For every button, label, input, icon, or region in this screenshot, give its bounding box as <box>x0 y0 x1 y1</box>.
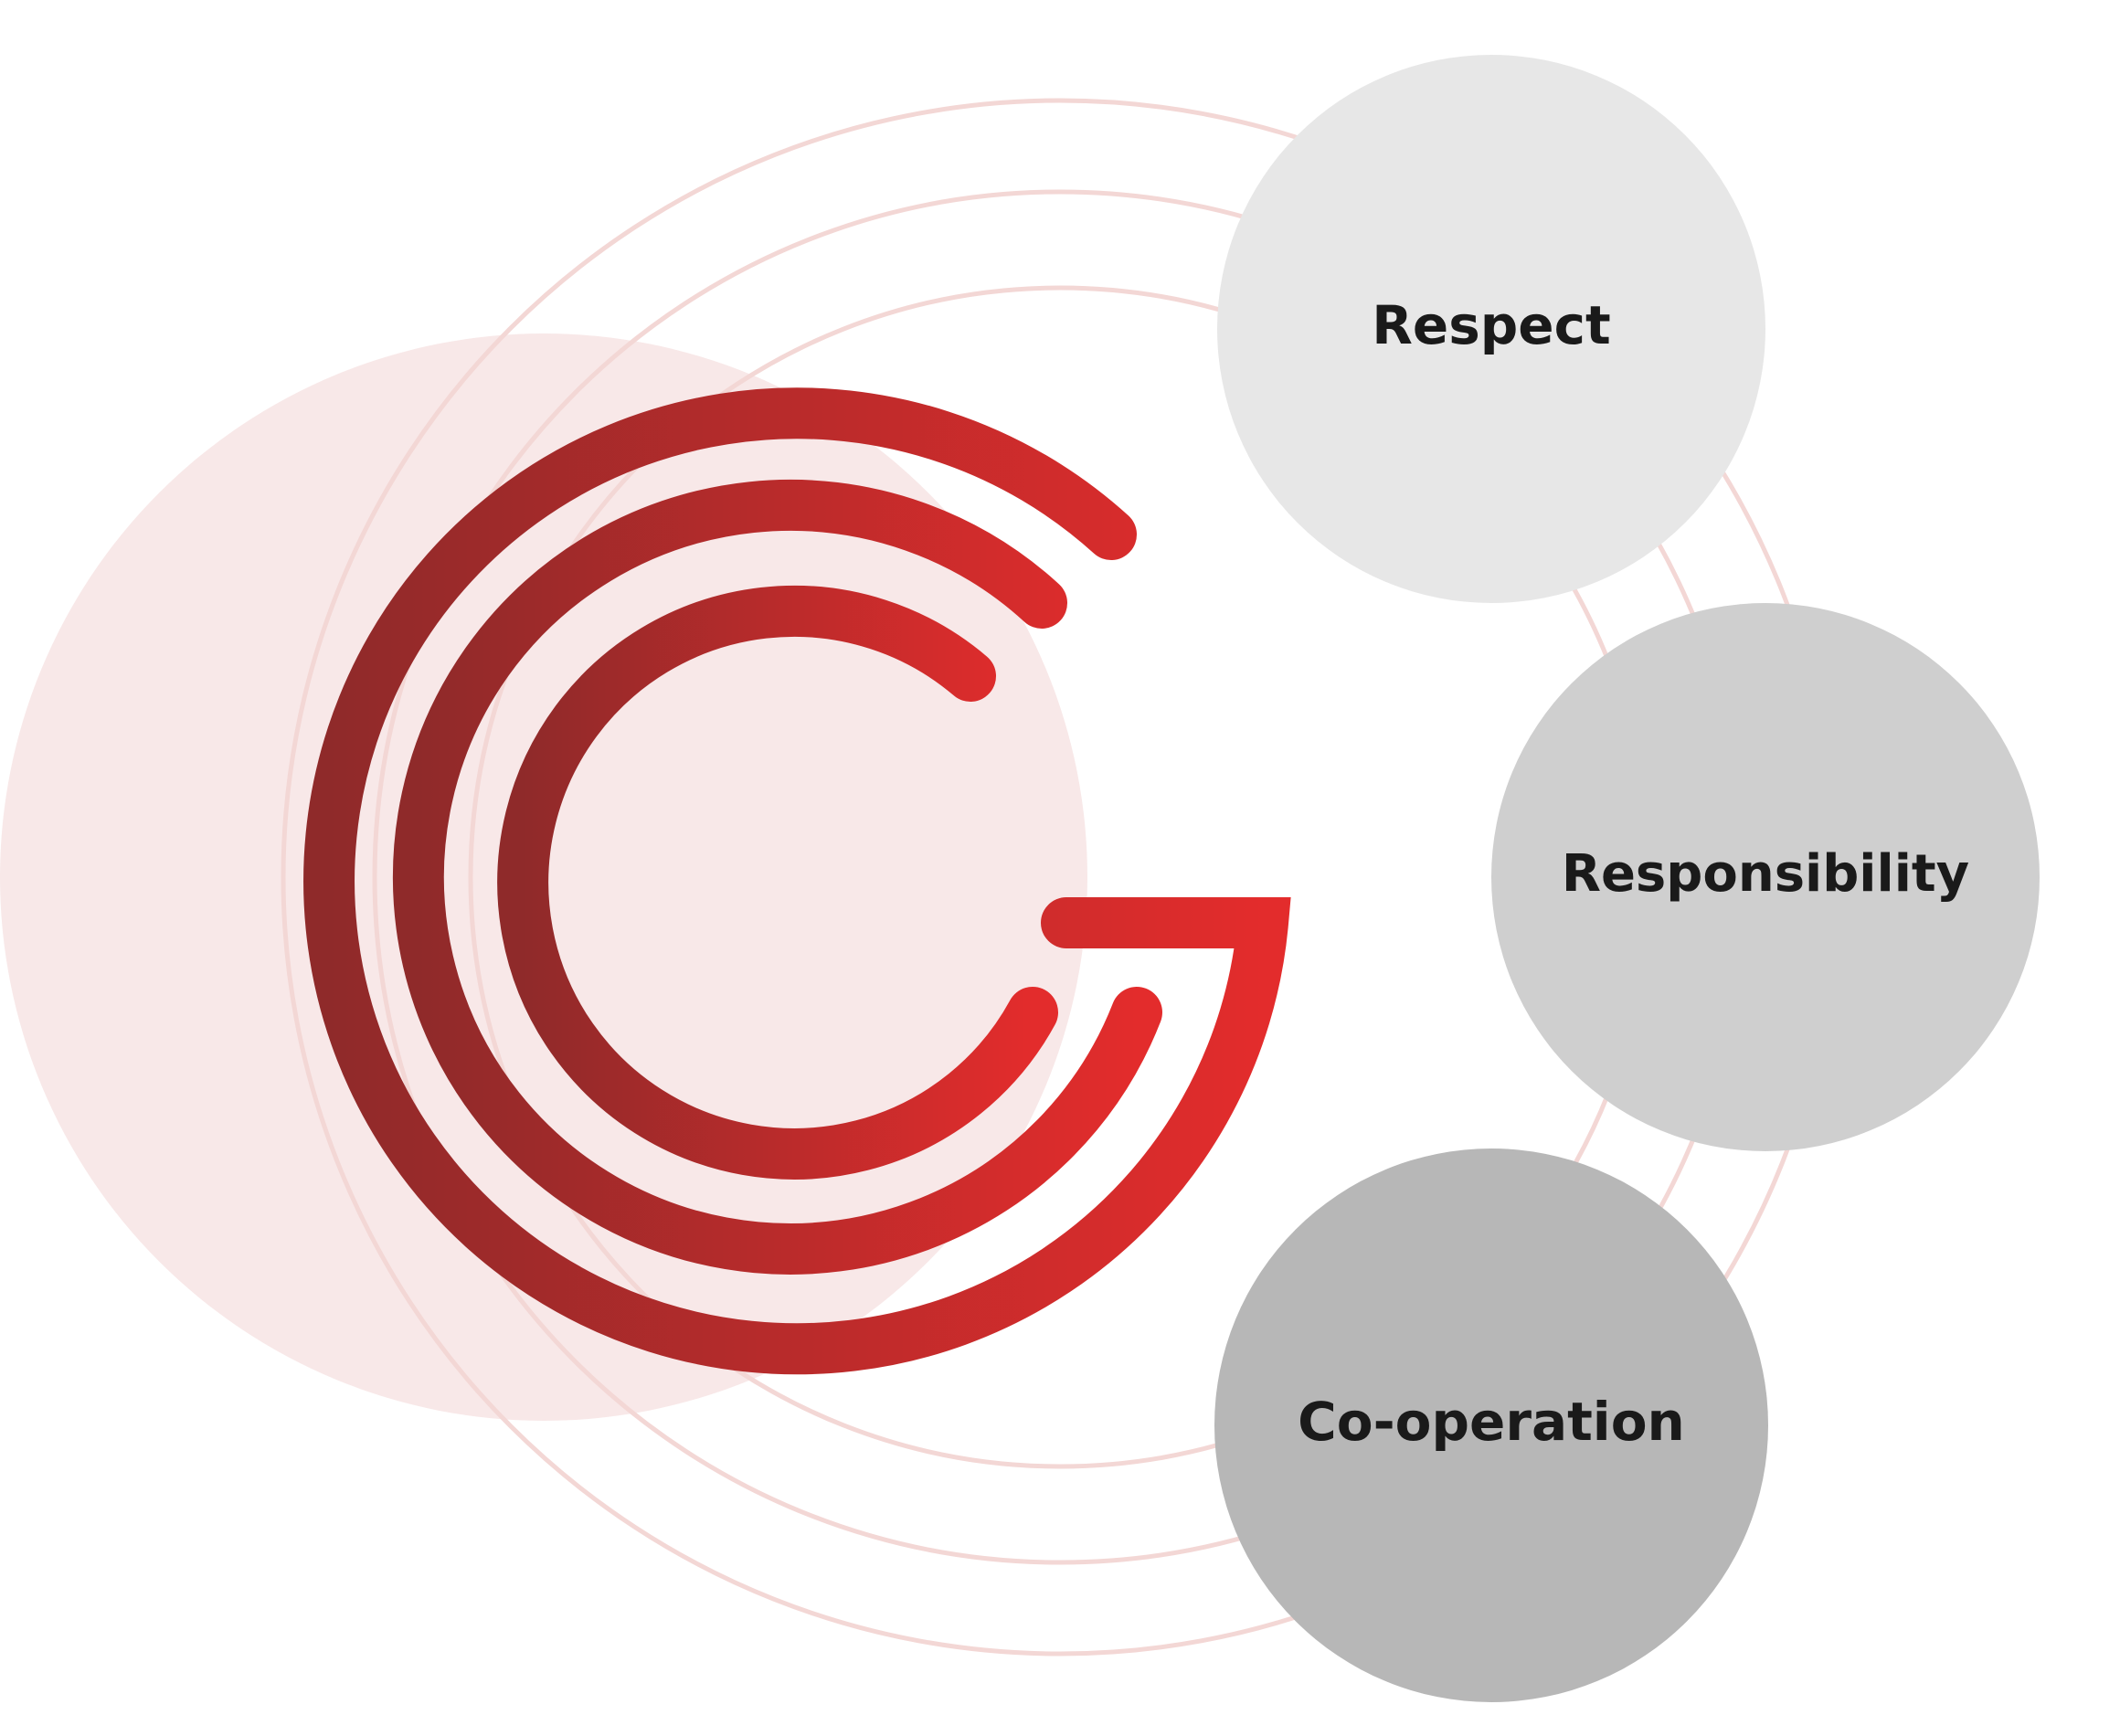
responsibility-label: Responsibility <box>1562 844 1969 904</box>
value-cooperation: Co-operation <box>1214 1149 1768 1702</box>
cooperation-circle <box>1214 1149 1768 1702</box>
cooperation-label: Co-operation <box>1298 1391 1685 1453</box>
value-responsibility: Responsibility <box>1491 603 2040 1151</box>
responsibility-circle <box>1491 603 2040 1151</box>
logo-arc-inner <box>497 585 1058 1180</box>
logo-arc-middle <box>392 479 1162 1275</box>
respect-circle <box>1217 55 1765 603</box>
logo-arc-outer-g <box>303 387 1291 1375</box>
respect-label: Respect <box>1372 294 1610 356</box>
logo-icon <box>303 387 1291 1375</box>
value-respect: Respect <box>1217 55 1765 603</box>
